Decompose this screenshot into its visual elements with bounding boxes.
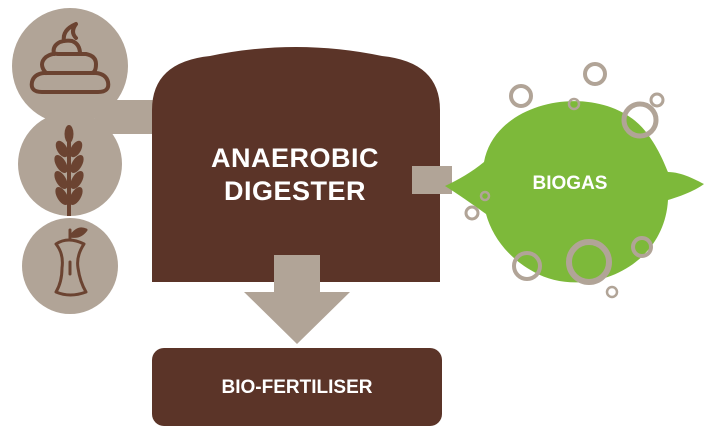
digester-label: ANAEROBIC DIGESTER xyxy=(150,142,440,208)
wheat-icon xyxy=(54,125,84,216)
gas-bubble xyxy=(649,92,665,108)
digester-label-line2: DIGESTER xyxy=(223,176,367,206)
fertiliser-box xyxy=(152,348,442,426)
digester-body xyxy=(152,47,440,282)
apple-core-icon xyxy=(54,227,88,297)
input-apple-core xyxy=(22,218,118,314)
gas-bubble xyxy=(509,84,533,108)
gas-bubble xyxy=(512,251,542,281)
manure-icon xyxy=(29,22,111,94)
gas-bubbles xyxy=(464,62,665,299)
down-arrow xyxy=(244,255,350,344)
gas-bubble xyxy=(479,190,491,202)
input-manure-circle xyxy=(12,8,128,124)
gas-bubble xyxy=(621,101,659,139)
gas-bubble xyxy=(605,285,619,299)
input-wheat xyxy=(18,112,122,216)
input-manure xyxy=(12,8,128,124)
gas-bubble xyxy=(583,62,607,86)
biogas-connector xyxy=(412,166,452,194)
gas-bubble xyxy=(631,236,653,258)
gas-bubble xyxy=(566,239,612,285)
biogas-label: BIOGAS xyxy=(532,173,608,194)
digester-label-line1: ANAEROBIC xyxy=(210,143,379,173)
gas-bubble xyxy=(464,205,480,221)
gas-bubble xyxy=(567,97,581,111)
fertiliser-label: BIO-FERTILISER xyxy=(221,377,373,398)
